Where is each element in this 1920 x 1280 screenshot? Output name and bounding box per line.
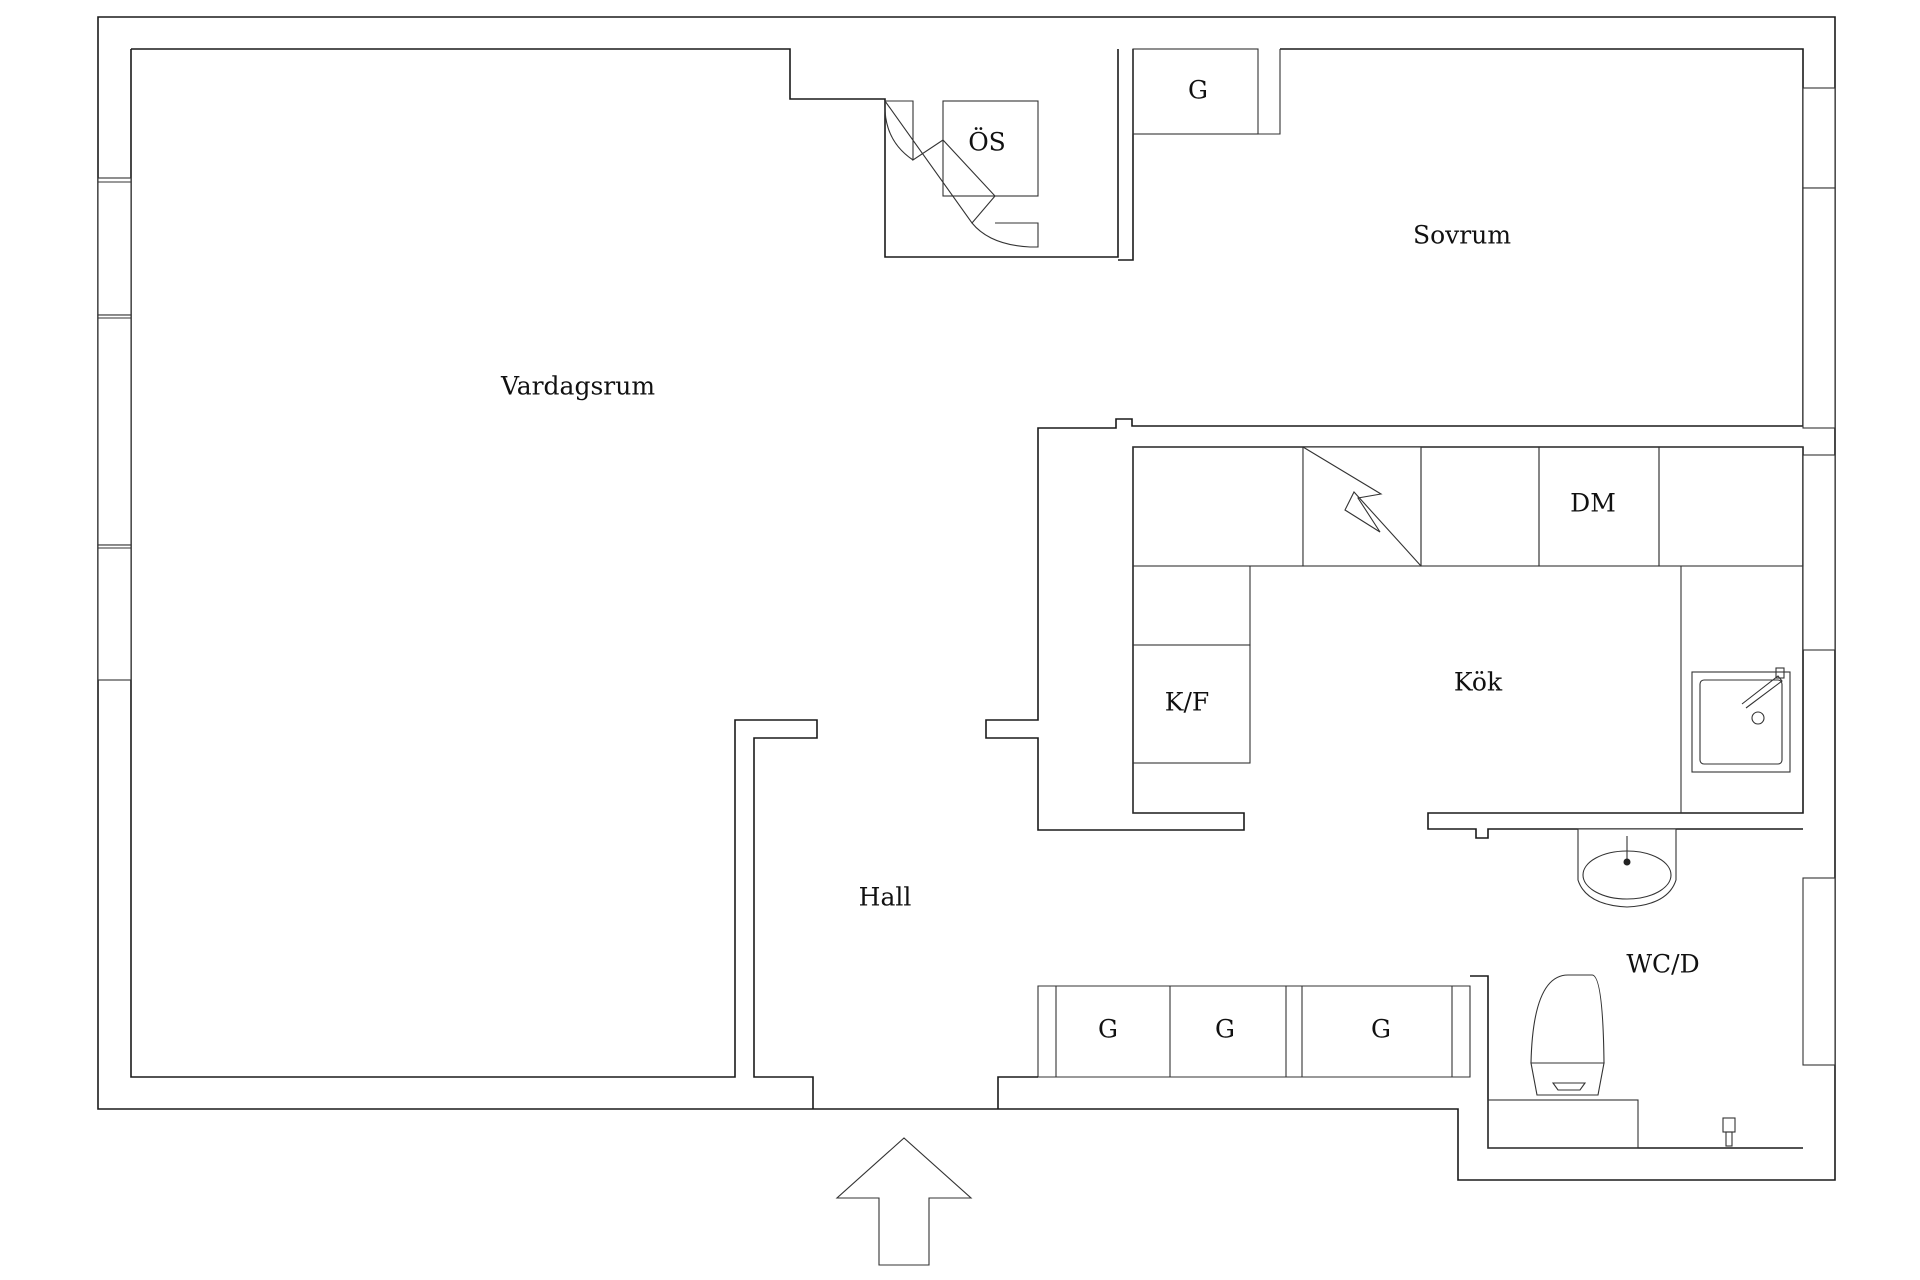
label-storage: ÖS [968, 128, 1006, 157]
label-hall-closet-1: G [1098, 1015, 1118, 1044]
floor-drain [1722, 1117, 1736, 1147]
window-living-1 [97, 177, 132, 316]
label-hall: Hall [859, 883, 912, 912]
kitchen-sink [1691, 667, 1791, 773]
window-bathroom [1802, 877, 1836, 1066]
stove [1302, 446, 1422, 567]
bedroom [985, 48, 1804, 839]
label-bathroom: WC/D [1626, 950, 1699, 979]
label-kitchen: Kök [1454, 668, 1503, 697]
window-living-2 [97, 314, 132, 546]
entrance-arrow-icon [835, 1137, 973, 1266]
washbasin [1577, 828, 1677, 908]
window-bedroom-1 [1802, 87, 1836, 189]
bathroom [1487, 828, 1736, 1149]
windows [97, 87, 1836, 1066]
hall [997, 975, 1803, 1149]
outer-walls [97, 16, 1836, 1181]
label-hall-closet-2: G [1215, 1015, 1235, 1044]
window-kitchen [1802, 454, 1836, 651]
label-hall-closet-3: G [1371, 1015, 1391, 1044]
label-bedroom: Sovrum [1413, 221, 1511, 250]
fridge-freezer [1132, 644, 1251, 764]
label-living-room: Vardagsrum [500, 372, 655, 401]
toilet [1530, 974, 1605, 1096]
window-bedroom-2 [1802, 187, 1836, 429]
living-room [130, 48, 1119, 1109]
label-bedroom-closet: G [1188, 76, 1208, 105]
kitchen [1132, 446, 1804, 813]
label-fridge-freezer: K/F [1165, 688, 1209, 717]
storage-closet [883, 100, 1039, 248]
window-living-3 [97, 544, 132, 681]
label-dishwasher: DM [1570, 489, 1616, 518]
